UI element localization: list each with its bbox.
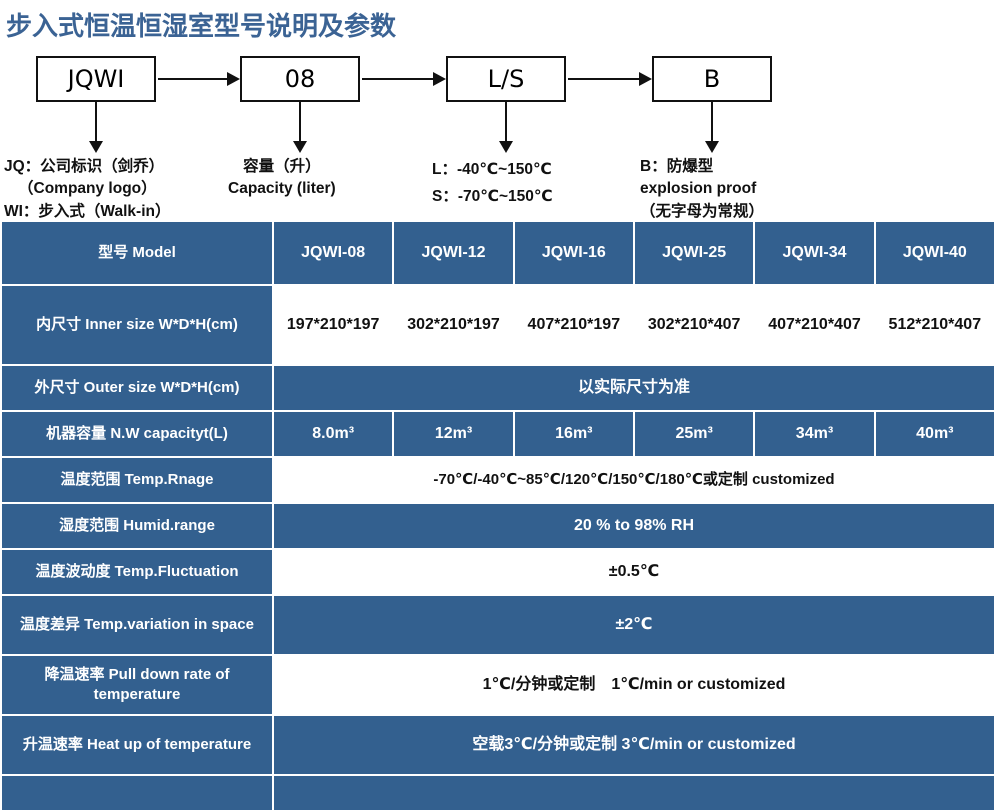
header-model-0: JQWI-08 — [274, 222, 393, 284]
cell-temp-range-value: -70℃/-40℃~85℃/120℃/150℃/180℃或定制 customiz… — [274, 458, 994, 502]
caption-line: explosion proof — [640, 180, 757, 198]
table-row: 机器容量 N.W capacityt(L) 8.0m³ 12m³ 16m³ 25… — [2, 412, 994, 456]
specification-table: 型号 Model JQWI-08 JQWI-12 JQWI-16 JQWI-25… — [0, 220, 996, 810]
cell-inner-size-0: 197*210*197 — [274, 286, 393, 364]
caption-line: B：防爆型 — [640, 158, 714, 175]
cell-capacity-4: 34m³ — [755, 412, 874, 456]
diagram-box-explosion: B — [652, 56, 772, 102]
table-row: 湿度范围 Humid.range 20 % to 98% RH — [2, 504, 994, 548]
row-label-temp-variation: 温度差异 Temp.variation in space — [2, 596, 272, 654]
diagram-caption-temprange: L：-40℃~150℃ S：-70℃~150℃ — [432, 156, 553, 210]
diagram-box-jqwi: JQWI — [36, 56, 156, 102]
caption-line: （Company logo） — [18, 180, 157, 198]
cell-capacity-5: 40m³ — [875, 412, 994, 456]
cell-capacity-3: 25m³ — [634, 412, 754, 456]
page-title: 步入式恒温恒湿室型号说明及参数 — [6, 11, 397, 41]
header-model-1: JQWI-12 — [394, 222, 513, 284]
row-label-temp-range: 温度范围 Temp.Rnage — [2, 458, 272, 502]
arrow-down-icon-4 — [705, 102, 719, 153]
diagram-caption-capacity: 容量（升） Capacity (liter) — [228, 156, 336, 201]
cell-pull-down-rate-value: 1℃/分钟或定制 1℃/min or customized — [274, 656, 994, 714]
table-row: 温度范围 Temp.Rnage -70℃/-40℃~85℃/120℃/150℃/… — [2, 458, 994, 502]
row-label-humid-range: 湿度范围 Humid.range — [2, 504, 272, 548]
cell-humid-range-value: 20 % to 98% RH — [274, 504, 994, 548]
arrow-down-icon-1 — [89, 102, 103, 153]
arrow-right-icon-1 — [158, 72, 240, 86]
cell-heat-up-rate-value: 空载3℃/分钟或定制 3℃/min or customized — [274, 716, 994, 774]
caption-line: S：-70℃~150℃ — [432, 188, 553, 206]
header-model-3: JQWI-25 — [634, 222, 754, 284]
cell-inner-size-3: 302*210*407 — [634, 286, 754, 364]
cell-cut-off-value — [274, 776, 994, 810]
diagram-caption-jqwi: JQ：公司标识（剑乔） （Company logo） WI：步入式（Walk-i… — [4, 156, 170, 223]
table-header-row: 型号 Model JQWI-08 JQWI-12 JQWI-16 JQWI-25… — [2, 222, 994, 284]
cell-temp-variation-value: ±2℃ — [274, 596, 994, 654]
caption-line: Capacity (liter) — [228, 180, 336, 198]
row-label-outer-size: 外尺寸 Outer size W*D*H(cm) — [2, 366, 272, 410]
row-label-temp-fluctuation: 温度波动度 Temp.Fluctuation — [2, 550, 272, 594]
row-label-heat-up-rate: 升温速率 Heat up of temperature — [2, 716, 272, 774]
table-row: 升温速率 Heat up of temperature 空载3℃/分钟或定制 3… — [2, 716, 994, 774]
caption-line: 容量（升） — [243, 158, 321, 175]
header-model-2: JQWI-16 — [514, 222, 633, 284]
caption-line: L：-40℃~150℃ — [432, 161, 552, 178]
table-row: 降温速率 Pull down rate of temperature 1℃/分钟… — [2, 656, 994, 714]
cell-inner-size-5: 512*210*407 — [875, 286, 994, 364]
caption-line: （无字母为常规） — [640, 202, 765, 220]
table-row: 温度波动度 Temp.Fluctuation ±0.5℃ — [2, 550, 994, 594]
cell-inner-size-1: 302*210*197 — [394, 286, 513, 364]
header-label-model: 型号 Model — [2, 222, 272, 284]
row-label-nw-capacity: 机器容量 N.W capacityt(L) — [2, 412, 272, 456]
table-row — [2, 776, 994, 810]
table-row: 温度差异 Temp.variation in space ±2℃ — [2, 596, 994, 654]
cell-outer-size-value: 以实际尺寸为准 — [274, 366, 994, 410]
table-row: 内尺寸 Inner size W*D*H(cm) 197*210*197 302… — [2, 286, 994, 364]
cell-inner-size-4: 407*210*407 — [755, 286, 874, 364]
header-model-5: JQWI-40 — [875, 222, 994, 284]
cell-capacity-1: 12m³ — [394, 412, 513, 456]
diagram-box-capacity: 08 — [240, 56, 360, 102]
cell-inner-size-2: 407*210*197 — [514, 286, 633, 364]
arrow-right-icon-3 — [568, 72, 652, 86]
arrow-down-icon-2 — [293, 102, 307, 153]
row-label-inner-size: 内尺寸 Inner size W*D*H(cm) — [2, 286, 272, 364]
arrow-down-icon-3 — [499, 102, 513, 153]
table-row: 外尺寸 Outer size W*D*H(cm) 以实际尺寸为准 — [2, 366, 994, 410]
row-label-cut-off — [2, 776, 272, 810]
row-label-pull-down-rate: 降温速率 Pull down rate of temperature — [2, 656, 272, 714]
caption-line: JQ：公司标识（剑乔） — [4, 158, 165, 175]
diagram-caption-explosion: B：防爆型 explosion proof （无字母为常规） — [640, 156, 764, 223]
model-code-diagram: JQWI 08 L/S B JQ：公司标识（剑乔） （Company logo）… — [0, 48, 996, 220]
header-model-4: JQWI-34 — [755, 222, 874, 284]
caption-line: WI：步入式（Walk-in） — [4, 202, 171, 220]
diagram-box-temprange: L/S — [446, 56, 566, 102]
cell-temp-fluctuation-value: ±0.5℃ — [274, 550, 994, 594]
arrow-right-icon-2 — [362, 72, 446, 86]
cell-capacity-2: 16m³ — [514, 412, 633, 456]
cell-capacity-0: 8.0m³ — [274, 412, 393, 456]
